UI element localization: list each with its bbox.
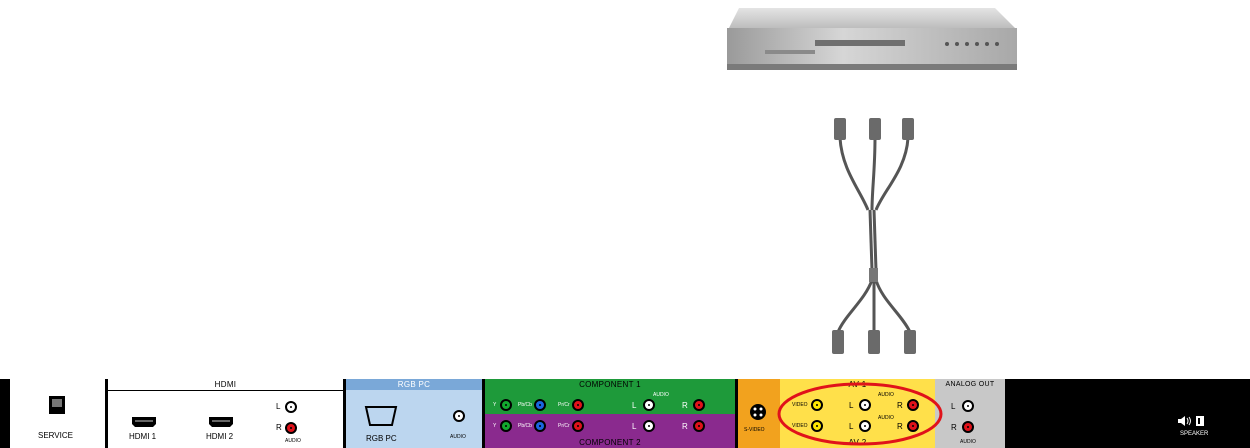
hdmi-audio-r-jack[interactable]	[285, 422, 297, 434]
service-port-icon	[49, 396, 65, 414]
rgb-pc-audio-jack[interactable]	[453, 410, 465, 422]
component1-pb-jack[interactable]	[534, 399, 546, 411]
hdmi-audio-l-label: L	[276, 402, 280, 411]
hdmi-audio-label: AUDIO	[285, 438, 301, 444]
svideo-port-icon[interactable]	[750, 404, 766, 420]
composite-rca-cable-image	[820, 110, 930, 360]
hdmi-audio-r-label: R	[276, 423, 282, 432]
component2-r-jack[interactable]	[693, 420, 705, 432]
service-label: SERVICE	[38, 431, 73, 440]
hdmi1-port-icon[interactable]	[132, 417, 156, 427]
component1-pr-label: Pr/Cr	[558, 402, 570, 408]
component2-header: COMPONENT 2	[485, 437, 735, 448]
svideo-label: S-VIDEO	[744, 427, 765, 433]
analog-out-l-label: L	[951, 402, 955, 411]
component2-pb-jack[interactable]	[534, 420, 546, 432]
component1-y-label: Y	[493, 402, 496, 408]
analog-out-header: ANALOG OUT	[935, 379, 1005, 390]
svideo-section: S-VIDEO	[738, 379, 780, 448]
component2-pr-jack[interactable]	[572, 420, 584, 432]
hdmi1-label: HDMI 1	[129, 432, 156, 441]
service-section: SERVICE	[10, 379, 105, 448]
rgb-pc-section: RGB PC RGB PC AUDIO	[346, 379, 482, 448]
component1-r-label: R	[682, 401, 688, 410]
component1-header: COMPONENT 1	[485, 379, 735, 390]
component2-y-label: Y	[493, 423, 496, 429]
vga-port-icon[interactable]	[364, 405, 398, 427]
hdmi-header: HDMI	[108, 379, 343, 390]
component2-l-label: L	[632, 422, 636, 431]
hdmi2-label: HDMI 2	[206, 432, 233, 441]
component1-pr-jack[interactable]	[572, 399, 584, 411]
component-section: COMPONENT 1 Y Pb/Cb Pr/Cr AUDIO L R Y Pb…	[485, 379, 735, 448]
component1-audio-label: AUDIO	[653, 392, 669, 398]
rgb-pc-header: RGB PC	[346, 379, 482, 390]
rgb-pc-label: RGB PC	[366, 434, 397, 443]
analog-out-section: ANALOG OUT L R AUDIO	[935, 379, 1005, 448]
component1-l-label: L	[632, 401, 636, 410]
component2-l-jack[interactable]	[643, 420, 655, 432]
component1-y-jack[interactable]	[500, 399, 512, 411]
speaker-icon	[1178, 415, 1204, 427]
component1-l-jack[interactable]	[643, 399, 655, 411]
component2-y-jack[interactable]	[500, 420, 512, 432]
hdmi-audio-l-jack[interactable]	[285, 401, 297, 413]
component2-pr-label: Pr/Cr	[558, 423, 570, 429]
hdmi-header-line	[108, 390, 343, 391]
component2-pb-label: Pb/Cb	[518, 423, 532, 429]
hdmi-section: HDMI HDMI 1 HDMI 2 L R AUDIO	[108, 379, 343, 448]
analog-out-r-jack[interactable]	[962, 421, 974, 433]
dvd-player-image	[725, 0, 1025, 80]
analog-out-r-label: R	[951, 423, 957, 432]
component1-r-jack[interactable]	[693, 399, 705, 411]
component1-pb-label: Pb/Cb	[518, 402, 532, 408]
component2-r-label: R	[682, 422, 688, 431]
av-input-highlight-ellipse	[775, 380, 945, 448]
speaker-label: SPEAKER	[1180, 431, 1208, 437]
analog-out-audio-label: AUDIO	[960, 439, 976, 445]
rgb-pc-audio-label: AUDIO	[450, 434, 466, 440]
tv-rear-connection-panel: SERVICE HDMI HDMI 1 HDMI 2 L R AUDIO RGB…	[0, 379, 1250, 448]
analog-out-l-jack[interactable]	[962, 400, 974, 412]
hdmi2-port-icon[interactable]	[209, 417, 233, 427]
